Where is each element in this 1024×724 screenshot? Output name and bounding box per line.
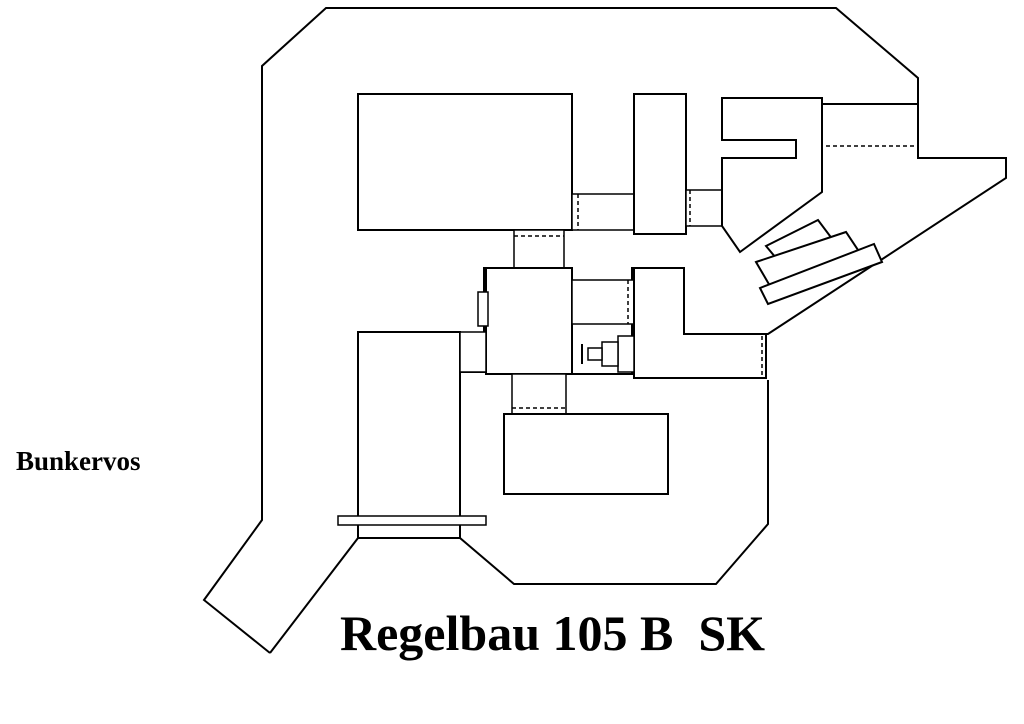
lower-bunk-room <box>503 413 669 495</box>
entrance-gate <box>337 515 487 526</box>
entrance-wall <box>358 380 769 585</box>
corridor-right <box>685 189 723 227</box>
center-room-niche <box>477 291 489 327</box>
gun-breech <box>601 341 619 367</box>
corridor-center <box>571 279 635 325</box>
gun-mount <box>617 335 635 373</box>
entrance-corridor <box>459 331 487 373</box>
main-room <box>357 93 573 231</box>
author-label: Bunkervos <box>16 446 141 476</box>
center-room <box>485 267 573 375</box>
gun-barrel <box>587 347 603 361</box>
vertical-room <box>633 93 687 235</box>
diagram-title: Regelbau 105 B SK <box>340 605 766 661</box>
embrasure-step-3 <box>758 242 884 306</box>
combat-room <box>721 97 823 254</box>
corridor-top <box>571 193 635 231</box>
lower-room <box>633 267 767 379</box>
